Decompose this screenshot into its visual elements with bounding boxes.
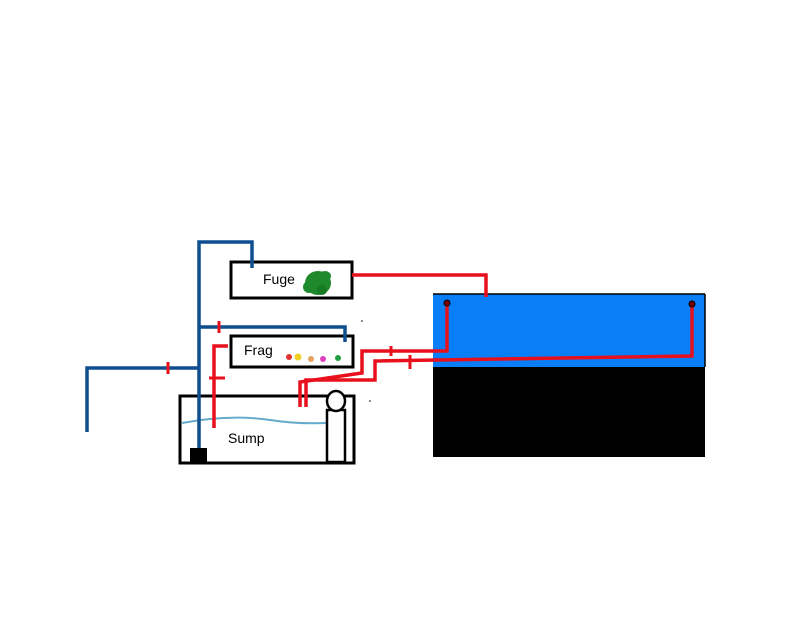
refugium-label: Fuge [263, 271, 295, 287]
blue-pipe-left-branch [85, 366, 199, 432]
macroalgae-icon [303, 271, 331, 295]
red-pipe-frag-return [212, 344, 228, 428]
return-pump-icon [190, 448, 207, 463]
display-tank-stand [433, 367, 705, 457]
red-plumbing [212, 273, 694, 428]
refugium-box [229, 260, 354, 300]
speck-mark [369, 400, 371, 402]
display-tank [433, 293, 706, 457]
blue-pipe-fuge-feed [197, 240, 254, 448]
coral-red-icon [286, 354, 292, 360]
frag-tank-box [229, 334, 355, 369]
coral-frags [286, 353, 341, 362]
protein-skimmer-icon [325, 389, 347, 464]
coral-yellow-icon [294, 353, 302, 361]
overflow-inlet-right [688, 300, 696, 308]
coral-green-icon [335, 355, 341, 361]
sump-water-line [181, 416, 347, 425]
blue-pipe-frag-feed [199, 325, 347, 342]
sump-label: Sump [228, 430, 265, 446]
sump: Sump [178, 389, 356, 465]
valves [166, 321, 412, 380]
frag-tank-label: Frag [244, 342, 273, 358]
coral-orange-icon [308, 356, 314, 362]
sump-box [178, 394, 356, 465]
red-pipe-overflow-left [298, 304, 449, 407]
coral-pink-icon [320, 356, 326, 362]
blue-plumbing [85, 240, 347, 448]
red-pipe-fuge-drain [352, 273, 488, 297]
overflow-inlet-left [443, 299, 451, 307]
red-pipe-overflow-right [304, 305, 694, 407]
speck-mark [361, 320, 363, 322]
frag-tank: Frag [229, 334, 355, 369]
refugium: Fuge [229, 260, 354, 300]
